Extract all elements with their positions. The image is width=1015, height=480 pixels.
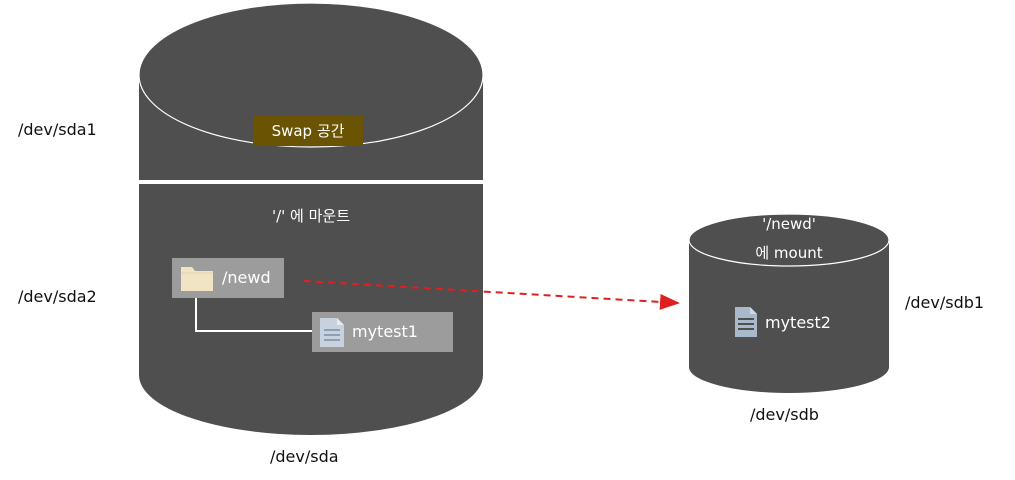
document-icon <box>320 318 344 347</box>
folder-label: /newd <box>222 268 271 287</box>
document-icon <box>735 307 757 337</box>
partition-label-sda1: /dev/sda1 <box>18 120 97 139</box>
file-label-mytest1: mytest1 <box>352 322 418 341</box>
tree-connector <box>195 298 312 332</box>
disk-sdb-body <box>689 240 889 393</box>
file-item-mytest1: mytest1 <box>312 312 453 352</box>
file-item-mytest2: mytest2 <box>734 306 854 340</box>
disk-label-sda: /dev/sda <box>270 447 339 466</box>
disk-label-sdb: /dev/sdb <box>750 405 819 424</box>
disk-sda-cylinder <box>138 2 484 435</box>
folder-item-newd: /newd <box>172 258 284 298</box>
partition-label-sdb1: /dev/sdb1 <box>905 293 985 312</box>
sdb-mount-label-line1: '/newd' <box>762 215 816 233</box>
partition-label-sda2: /dev/sda2 <box>18 287 97 306</box>
mount-arrow <box>303 280 680 310</box>
root-mount-label: '/' 에 마운트 <box>271 207 351 225</box>
swap-badge: Swap 공간 <box>253 116 363 146</box>
disk-sdb-cylinder <box>688 213 890 393</box>
folder-icon <box>181 267 213 291</box>
disk-sdb-top <box>688 213 890 267</box>
sdb-mount-label-line2: 에 mount <box>755 244 823 262</box>
disk-sda-top <box>138 2 484 148</box>
file-label-mytest2: mytest2 <box>765 313 831 332</box>
